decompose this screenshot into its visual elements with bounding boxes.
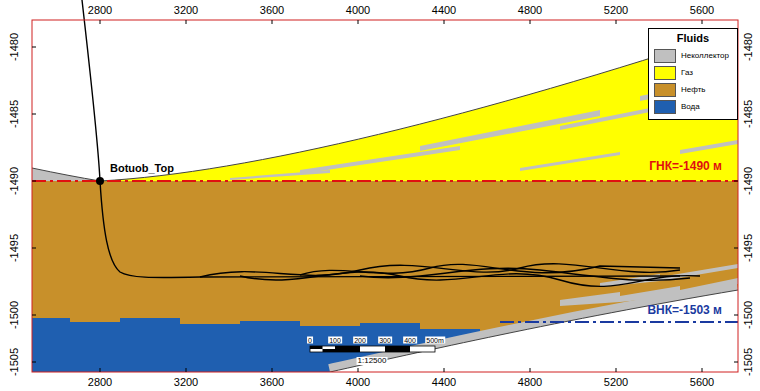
axis-label: 2800 (87, 377, 113, 388)
axis-label: 4400 (431, 5, 457, 16)
legend-text: Нефть (681, 85, 705, 94)
axis-label: 4800 (517, 377, 543, 388)
legend-text: Неколлектор (681, 51, 729, 60)
depth-label: -1505 (9, 347, 20, 377)
axis-label: 3200 (173, 5, 199, 16)
legend-swatch (654, 49, 676, 63)
axis-label: 4800 (517, 5, 543, 16)
axis-label: 3600 (259, 377, 285, 388)
legend-text: Вода (681, 102, 700, 111)
depth-label: -1505 (743, 347, 754, 377)
legend-box: FluidsНеколлекторГазНефтьВода (648, 28, 738, 120)
scale-label: 400 (403, 337, 417, 344)
scale-label: 500m (425, 337, 445, 344)
scale-label: 1:12500 (357, 357, 388, 365)
scale-label: 0 (307, 337, 313, 344)
scale-label: 200 (353, 337, 367, 344)
depth-label: -1490 (743, 166, 754, 196)
depth-label: -1485 (743, 99, 754, 129)
legend-swatch (654, 66, 676, 80)
legend-row: Газ (649, 64, 737, 81)
well-marker-label: Botuob_Top (110, 163, 174, 174)
axis-label: 5200 (603, 377, 629, 388)
axis-label: 3600 (259, 5, 285, 16)
depth-label: -1495 (743, 233, 754, 263)
legend-title: Fluids (649, 32, 737, 44)
depth-label: -1495 (9, 233, 20, 263)
axis-label: 4000 (345, 377, 371, 388)
legend-row: Вода (649, 98, 737, 115)
axis-label: 3200 (173, 377, 199, 388)
legend-text: Газ (681, 68, 693, 77)
depth-label: -1500 (9, 300, 20, 330)
depth-label: -1480 (743, 32, 754, 62)
legend-swatch (654, 83, 676, 97)
axis-label: 5600 (689, 5, 715, 16)
axis-label: 5600 (689, 377, 715, 388)
axis-label: 4400 (431, 377, 457, 388)
depth-label: -1480 (9, 32, 20, 62)
axis-label: 4000 (345, 5, 371, 16)
legend-row: Нефть (649, 81, 737, 98)
legend-row: Неколлектор (649, 47, 737, 64)
axis-label: 5200 (603, 5, 629, 16)
contact-label: ВНК=-1503 м (647, 304, 722, 316)
legend-swatch (654, 100, 676, 114)
scale-label: 300 (378, 337, 392, 344)
contact-label: ГНК=-1490 м (649, 160, 722, 172)
depth-label: -1490 (9, 166, 20, 196)
scale-label: 100 (328, 337, 342, 344)
depth-label: -1485 (9, 99, 20, 129)
axis-label: 2800 (87, 5, 113, 16)
depth-label: -1500 (743, 300, 754, 330)
